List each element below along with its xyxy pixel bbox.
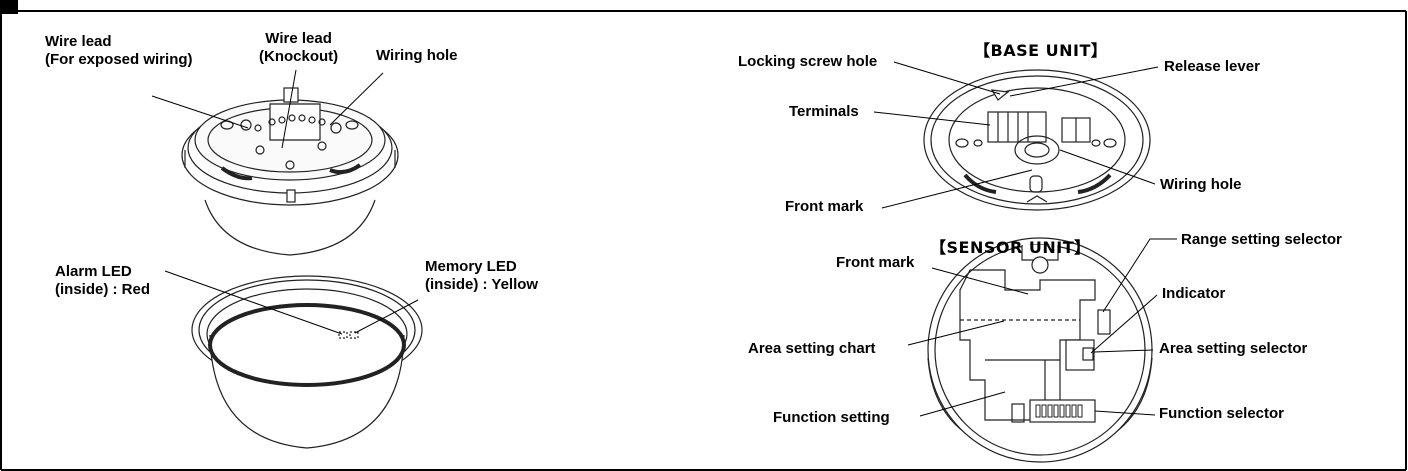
label-wire-lead-exposed: Wire lead (For exposed wiring)	[45, 33, 193, 68]
sensor-unit-illustration	[927, 237, 1153, 463]
label-area-setting-chart: Area setting chart	[748, 340, 876, 357]
detector-base-illustration	[181, 87, 399, 256]
label-indicator: Indicator	[1162, 285, 1226, 302]
label-front-mark-base: Front mark	[785, 198, 864, 215]
sensor-unit-header: 【SENSOR UNIT】	[930, 238, 1091, 257]
label-front-mark-sensor: Front mark	[836, 254, 915, 271]
base-unit-illustration	[923, 69, 1151, 211]
leader-lines	[151, 61, 1177, 417]
label-range-setting-selector: Range setting selector	[1181, 231, 1342, 248]
label-function-setting: Function setting	[773, 409, 890, 426]
label-function-selector: Function selector	[1159, 405, 1285, 422]
label-locking-screw-hole: Locking screw hole	[738, 53, 878, 70]
detector-dome-illustration	[191, 275, 423, 449]
label-release-lever: Release lever	[1164, 58, 1260, 75]
label-area-setting-selector: Area setting selector	[1159, 340, 1308, 357]
label-wire-lead-knockout: Wire lead (Knockout)	[259, 30, 339, 65]
label-wiring-hole-left: Wiring hole	[376, 47, 458, 64]
base-unit-header: 【BASE UNIT】	[974, 41, 1108, 60]
label-wiring-hole-base: Wiring hole	[1160, 176, 1242, 193]
label-terminals: Terminals	[789, 103, 859, 120]
label-memory-led: Memory LED (inside) : Yellow	[425, 258, 539, 293]
label-alarm-led: Alarm LED (inside) : Red	[55, 263, 151, 298]
